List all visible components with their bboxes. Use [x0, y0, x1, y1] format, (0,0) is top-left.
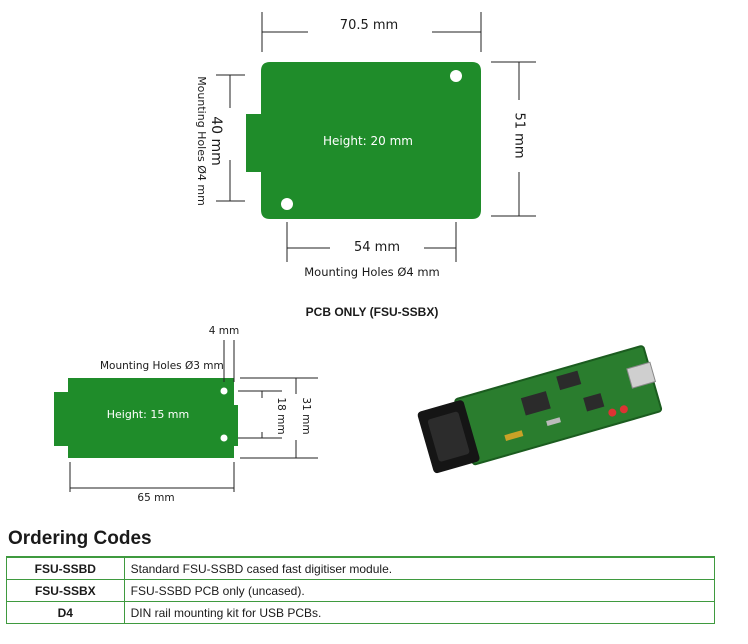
pcb-board [54, 378, 238, 458]
pcb-width-label: 65 mm [137, 492, 175, 504]
edge-dimension [223, 340, 235, 382]
holes-horizontal-label: 54 mm [353, 240, 400, 255]
edge-label: 4 mm [208, 325, 240, 337]
holes-vertical-labels: 40 mm Mounting Holes Ø4 mm [192, 71, 224, 211]
pcb-caption: PCB ONLY (FSU-SSBX) [305, 305, 439, 319]
cased-board [246, 62, 481, 219]
mounting-hole-bottom-left [281, 198, 293, 210]
pcb-hole-top [220, 387, 228, 395]
pcb-holes-label: Mounting Holes Ø3 mm [100, 360, 224, 372]
photo-chip-3 [583, 393, 605, 412]
order-code: D4 [6, 601, 125, 624]
photo-chip-1 [520, 391, 551, 416]
width-dimension [261, 12, 482, 52]
pcb-hole-bottom [220, 434, 228, 442]
holes-span-label: 18 mm [275, 397, 287, 435]
height-dimension [491, 61, 536, 217]
height-label: 51 mm [511, 112, 527, 159]
order-code: FSU-SSBX [6, 579, 125, 602]
holes-vertical-value: 40 mm [208, 116, 224, 166]
order-description: FSU-SSBD PCB only (uncased). [123, 579, 716, 602]
photo-usb-port [626, 361, 657, 389]
width-label: 70.5 mm [339, 18, 399, 33]
pcb-width-dimension [69, 462, 235, 492]
board-height-label: Height: 20 mm [323, 134, 413, 148]
order-code: FSU-SSBD [6, 556, 125, 580]
holes-horizontal-caption: Mounting Holes Ø4 mm [304, 265, 440, 279]
pcb-height-label: 31 mm [300, 397, 312, 435]
order-description: DIN rail mounting kit for USB PCBs. [123, 601, 716, 624]
pcb-board-height-label: Height: 15 mm [106, 408, 190, 421]
holes-vertical-dimension [216, 74, 245, 202]
mounting-hole-top-right [450, 70, 462, 82]
ordering-title: Ordering Codes [8, 528, 152, 549]
cased-module-diagram [216, 12, 536, 262]
order-description: Standard FSU-SSBD cased fast digitiser m… [123, 556, 716, 580]
pcb-diagram [54, 340, 318, 492]
photo-chip-2 [556, 370, 582, 391]
holes-horizontal-dimension [286, 222, 457, 262]
holes-span-dimension [238, 390, 282, 439]
pcb-height-dimension [240, 377, 318, 459]
holes-vertical-caption: Mounting Holes Ø4 mm [195, 76, 208, 206]
pcb-photo [417, 345, 663, 474]
photo-pcb-board [455, 346, 662, 465]
